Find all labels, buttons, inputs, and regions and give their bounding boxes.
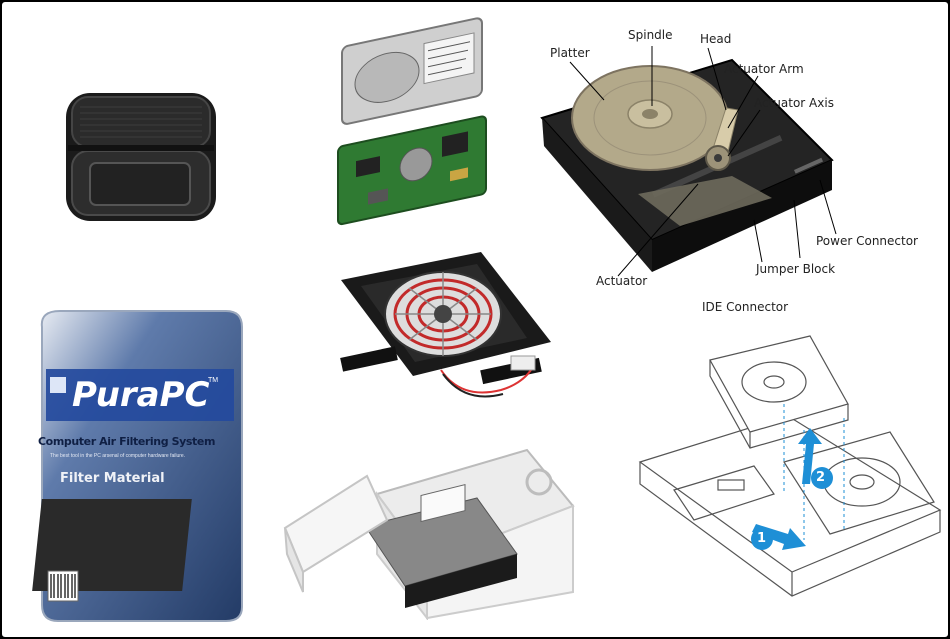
drive-enclosure-photo xyxy=(277,442,577,621)
step-2-badge-label: 2 xyxy=(816,470,826,485)
laptop-hard-drive-photo xyxy=(332,17,492,227)
hard-drive-anatomy-diagram: Platter Spindle Head Actuator Arm Actuat… xyxy=(502,10,942,320)
purapc-filter-package-photo: PuraPC TM Computer Air Filtering System … xyxy=(30,307,248,625)
jumper-block-label: Jumper Block xyxy=(756,262,836,276)
package-trademark: TM xyxy=(208,377,219,384)
power-connector-label: Power Connector xyxy=(816,234,918,248)
package-subtitle: Computer Air Filtering System xyxy=(38,435,216,448)
actuator-label: Actuator xyxy=(596,274,648,288)
drive-installation-diagram: 2 1 xyxy=(634,334,946,600)
cooling-fan-bracket-photo xyxy=(327,242,552,422)
step-1-badge-label: 1 xyxy=(757,531,767,546)
spindle-label: Spindle xyxy=(628,28,673,42)
package-filter-label: Filter Material xyxy=(60,471,165,486)
actuator-arm-label: Actuator Arm xyxy=(724,62,804,76)
actuator-axis-label: Actuator Axis xyxy=(754,96,834,110)
package-brand: PuraPC xyxy=(72,375,210,415)
platter-label: Platter xyxy=(550,46,590,60)
ide-connector-label: IDE Connector xyxy=(702,300,789,314)
head-label: Head xyxy=(700,32,732,46)
carrying-case-photo xyxy=(60,87,222,227)
package-fine-print: The best tool in the PC arsenal of compu… xyxy=(50,453,186,459)
